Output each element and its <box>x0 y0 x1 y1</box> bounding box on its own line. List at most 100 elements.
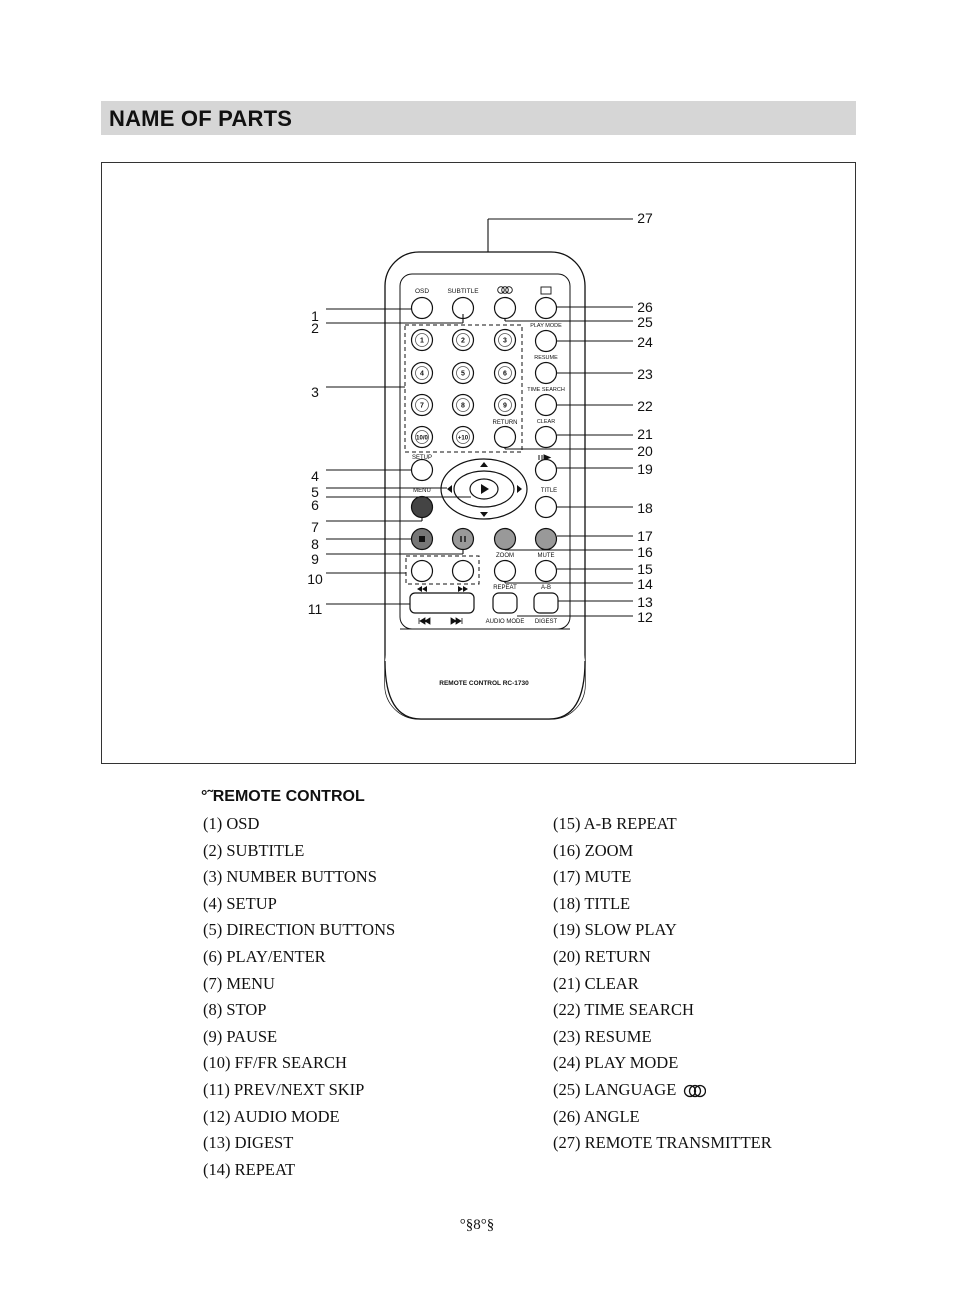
callout-number-left: 1 <box>311 308 319 324</box>
callout-number-left: 8 <box>311 536 319 552</box>
part-item: (23) RESUME <box>553 1026 652 1046</box>
part-item: (16) ZOOM <box>553 840 634 860</box>
parts-list-left: (1) OSD (2) SUBTITLE (3) NUMBER BUTTONS … <box>203 811 395 1183</box>
number-button-ring <box>498 333 512 347</box>
osd-button <box>410 296 434 320</box>
number-button <box>410 425 434 449</box>
part-item: (25) LANGUAGE <box>553 1077 772 1104</box>
play-icon <box>481 484 489 494</box>
part-item: (11) PREV/NEXT SKIP <box>203 1079 365 1099</box>
callout-number-left: 5 <box>311 484 319 500</box>
number-button-label: +10 <box>458 436 469 442</box>
callout-number-right: 13 <box>637 594 653 610</box>
slow-play-button <box>534 458 558 482</box>
audio-mode-label: AUDIO MODE <box>486 619 525 625</box>
callout-number-left: 7 <box>311 519 319 535</box>
part-item-label: (25) LANGUAGE <box>553 1079 677 1099</box>
prev-skip-icon <box>418 617 431 625</box>
left-arrow-icon <box>447 485 452 493</box>
language-icon <box>501 286 509 294</box>
fast-forward-icon <box>458 586 468 592</box>
up-arrow-icon <box>480 462 488 467</box>
callout-number-right: 25 <box>637 314 653 330</box>
number-button <box>451 393 475 417</box>
stop-icon <box>419 536 425 542</box>
number-button <box>493 361 517 385</box>
clear-button <box>534 425 558 449</box>
number-button-label: 2 <box>461 338 465 345</box>
number-button-ring <box>498 398 512 412</box>
callout-number-left: 2 <box>311 320 319 336</box>
callout-number-right: 16 <box>637 544 653 560</box>
remote-model-label: REMOTE CONTROL RC-1730 <box>439 680 529 687</box>
callout-number-right: 15 <box>637 561 653 577</box>
search-outline <box>405 555 480 585</box>
mute-button <box>534 527 558 551</box>
part-item: (2) SUBTITLE <box>203 840 305 860</box>
skip-rocker-button <box>409 592 475 614</box>
number-button <box>410 393 434 417</box>
number-button-label: 1 <box>420 338 424 345</box>
zoom-label: ZOOM <box>496 553 514 559</box>
number-button-label: 9 <box>503 403 507 410</box>
remote-lower <box>385 629 585 719</box>
down-arrow-icon <box>480 512 488 517</box>
callout-number-right: 22 <box>637 398 653 414</box>
angle-button <box>534 296 558 320</box>
callout-number-right: 18 <box>637 500 653 516</box>
pause-icon <box>460 536 466 542</box>
number-button-ring <box>456 366 470 380</box>
number-button-ring <box>415 398 429 412</box>
part-item: (24) PLAY MODE <box>553 1053 679 1073</box>
part-item: (12) AUDIO MODE <box>203 1106 340 1126</box>
callout-number-right: 21 <box>637 426 653 442</box>
setup-button <box>410 458 434 482</box>
time-search-button <box>534 393 558 417</box>
callout-number-left: 11 <box>308 601 323 617</box>
number-button-ring <box>456 333 470 347</box>
menu-button <box>410 495 434 519</box>
osd-label: OSD <box>415 288 429 295</box>
callout-number-right: 26 <box>637 299 653 315</box>
resume-label: RESUME <box>534 355 558 361</box>
part-item: (15) A-B REPEAT <box>553 814 677 833</box>
language-icon <box>497 286 505 294</box>
number-button-ring <box>456 430 470 444</box>
part-item: (10) FF/FR SEARCH <box>203 1053 347 1073</box>
language-icon <box>684 1085 707 1098</box>
remote-control-heading: °˜REMOTE CONTROL <box>201 788 365 805</box>
mute-label: MUTE <box>538 553 555 559</box>
setup-label: SETUP <box>412 455 432 461</box>
number-pad-outline <box>404 324 523 453</box>
page-title: NAME OF PARTS <box>109 106 293 131</box>
part-item: (13) DIGEST <box>203 1133 294 1153</box>
slow-play-icon <box>538 454 552 461</box>
number-button-ring <box>456 398 470 412</box>
mute-lower-button <box>534 559 558 583</box>
part-item: (26) ANGLE <box>553 1106 640 1126</box>
zoom-button <box>493 527 517 551</box>
rewind-icon <box>417 586 427 592</box>
pause-button <box>451 527 475 551</box>
callout-number-right: 27 <box>637 210 653 226</box>
zoom-lower-button <box>493 559 517 583</box>
return-label: RETURN <box>493 420 518 426</box>
menu-label: MENU <box>413 488 431 494</box>
part-item: (17) MUTE <box>553 867 632 887</box>
repeat-button <box>492 592 518 614</box>
part-item: (9) PAUSE <box>203 1026 278 1046</box>
number-button <box>493 393 517 417</box>
language-button <box>493 296 517 320</box>
number-button <box>451 361 475 385</box>
digest-label: DIGEST <box>535 619 558 625</box>
title-label: TITLE <box>541 488 557 494</box>
part-item: (4) SETUP <box>203 893 277 913</box>
part-item: (22) TIME SEARCH <box>553 1000 694 1020</box>
number-button <box>493 328 517 352</box>
page-number: °§8°§ <box>459 1217 495 1233</box>
number-button-label: 8 <box>461 403 465 410</box>
next-skip-icon <box>450 617 463 625</box>
callout-number-left: 6 <box>311 497 319 513</box>
